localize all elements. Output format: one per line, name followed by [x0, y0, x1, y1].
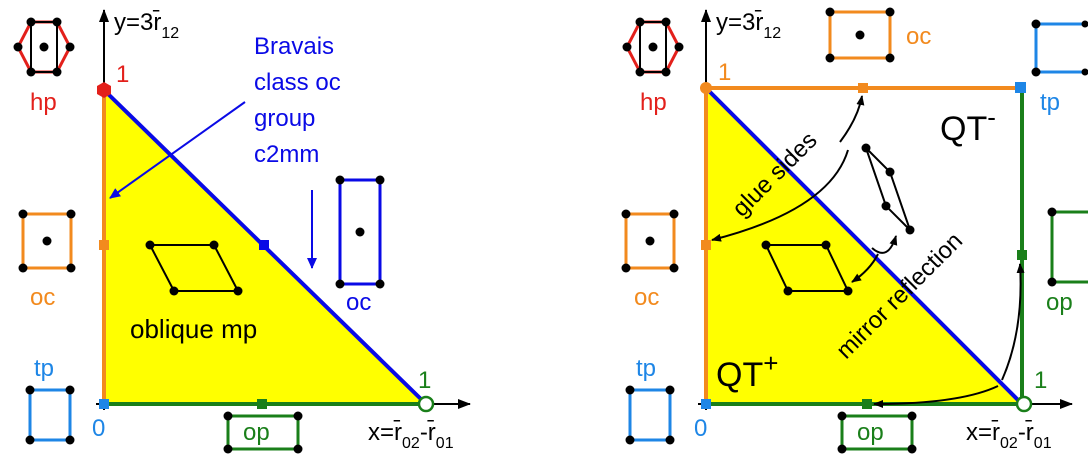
oblique-label: oblique mp: [130, 314, 257, 344]
oc-label-top: oc: [906, 23, 931, 50]
svg-text:c2mm: c2mm: [254, 141, 319, 168]
op-label-bottom: op: [857, 419, 884, 446]
oc-label-right: oc: [346, 289, 371, 316]
op-label-right: op: [1046, 289, 1073, 316]
hp-label: hp: [30, 89, 57, 116]
tp-vertex-marker-top: [1015, 82, 1026, 93]
tp-label-bottom: tp: [636, 355, 656, 382]
oc-mid-marker: [99, 240, 109, 250]
svg-text:Bravais: Bravais: [254, 33, 334, 60]
oc-cell-icon-left-right: [622, 210, 679, 273]
tp-vertex-marker: [99, 399, 109, 409]
hp-label-right: hp: [640, 89, 667, 116]
bravais-annotation: Bravais class oc group c2mm: [254, 33, 341, 168]
op-mid-marker: [257, 399, 267, 409]
hp-cell-icon: [14, 18, 75, 77]
hp-cell-icon-right: [623, 18, 684, 77]
right-panel: y=3r̄12 x=r̄02-r̄01 1 1 0 hp oc t: [622, 8, 1088, 454]
svg-text:class oc: class oc: [254, 69, 341, 96]
label-one-x-right: 1: [1034, 367, 1047, 394]
label-zero: 0: [92, 415, 105, 442]
svg-text:group: group: [254, 105, 315, 132]
label-one-x: 1: [418, 367, 431, 394]
x-axis-label-right: x=r̄02-r̄01: [966, 419, 1052, 452]
oc-label-left: oc: [30, 284, 55, 311]
oblique-cell-icon-upper: [862, 144, 915, 235]
label-zero-right: 0: [694, 415, 707, 442]
hp-vertex-marker-right: [700, 82, 712, 94]
op-label: op: [243, 419, 270, 446]
blue-mid-marker: [259, 240, 269, 250]
tp-cell-icon-top: [1032, 20, 1088, 77]
mirror-arrow-upper: [872, 236, 896, 253]
tp-vertex-marker-bottom: [701, 399, 711, 409]
open-vertex-marker: [419, 397, 433, 411]
oc-cell-icon-right: [336, 176, 385, 289]
tp-cell-icon: [26, 386, 75, 445]
qt-minus-label: QT-: [940, 102, 996, 148]
oc-mid-left: [701, 240, 711, 250]
y-axis-label-right: y=3r̄12: [716, 9, 781, 42]
oc-mid-top: [858, 83, 868, 93]
label-one-y: 1: [116, 61, 129, 88]
op-mid-right: [1017, 250, 1027, 260]
y-axis-label: y=3r̄12: [114, 9, 179, 42]
tp-label-top: tp: [1040, 89, 1060, 116]
tp-cell-icon-bottom: [626, 386, 675, 445]
oc-cell-icon-top: [826, 8, 895, 63]
tp-label: tp: [34, 355, 54, 382]
op-mid-bottom: [862, 399, 872, 409]
x-axis-label: x=r̄02-r̄01: [368, 419, 454, 452]
left-panel: y=3r̄12 x=r̄02-r̄01 1 1 0 hp oc tp: [14, 9, 471, 454]
oc-cell-icon-left: [19, 210, 76, 273]
label-one-y-right: 1: [718, 59, 731, 86]
glue-arrow-top: [840, 96, 862, 142]
op-cell-icon-right: [1048, 208, 1088, 287]
open-vertex-marker-right: [1017, 397, 1031, 411]
oc-label-left-right: oc: [634, 284, 659, 311]
glue-arrow-right: [1002, 264, 1021, 380]
